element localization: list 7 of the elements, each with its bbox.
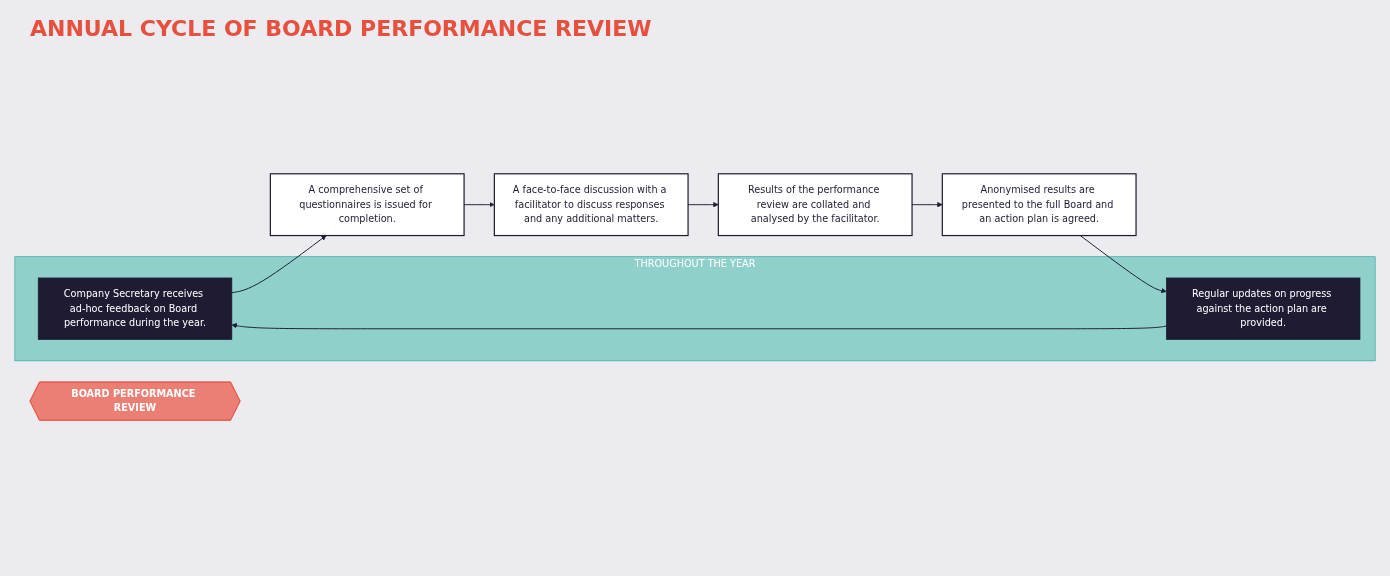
node-box: Regular updates on progress against the action plan are provided. (1166, 277, 1361, 340)
node-box: Company Secretary receives ad-hoc feedback on Board performance during the year. (37, 277, 233, 340)
node-box: Results of the performance review are collated and analysed by the facilitator. (717, 173, 913, 237)
diagram-title: ANNUAL CYCLE OF BOARD PERFORMANCE REVIEW (30, 16, 653, 41)
node-box: A comprehensive set of questionnaires is issued for completion. (269, 173, 465, 237)
node-box: Anonymised results are presented to the full Board and an action plan is agreed. (941, 173, 1137, 237)
node-box: A face-to-face discussion with a facilitator to discuss responses and any additional matters. (493, 173, 689, 237)
